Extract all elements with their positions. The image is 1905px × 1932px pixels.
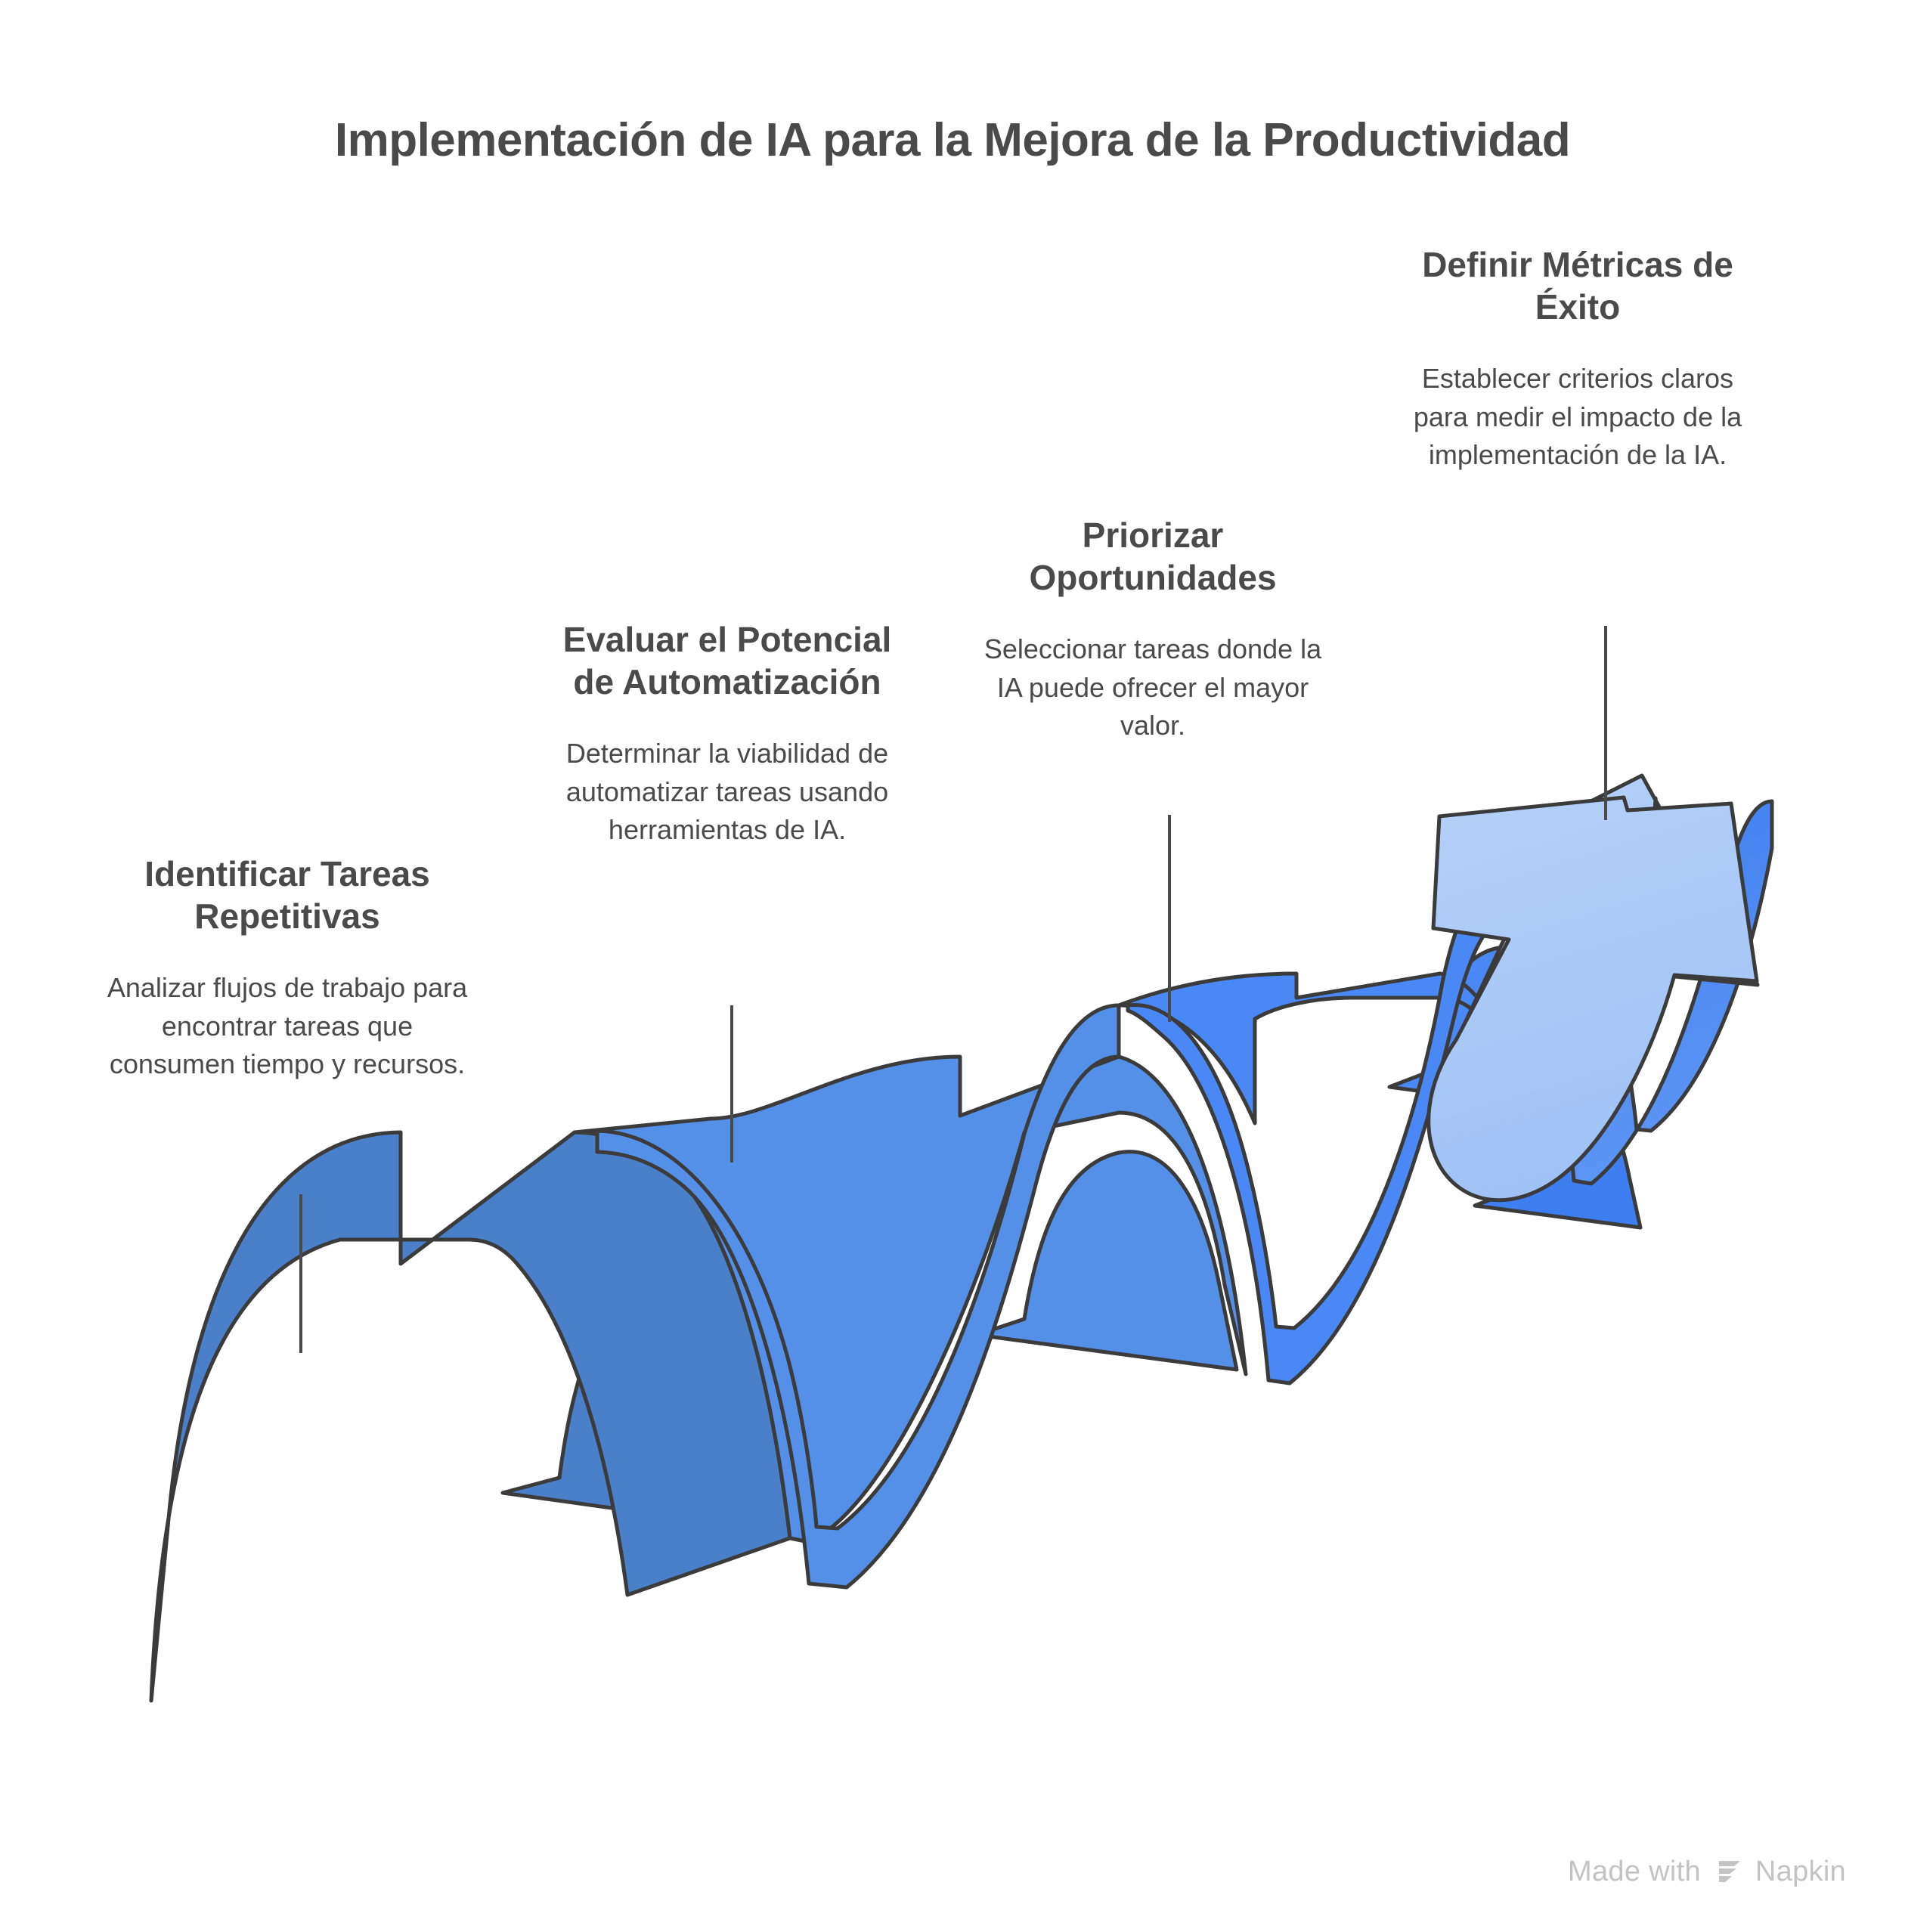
arrow-head-shape — [1426, 795, 1759, 1203]
step-block-evaluar-el-potencial-de-automatizacion[interactable]: Evaluar el Potencial de Automatización D… — [538, 618, 916, 849]
napkin-watermark[interactable]: Made with Napkin — [1568, 1855, 1846, 1888]
step-description: Seleccionar tareas donde la IA puede ofr… — [983, 633, 1322, 741]
step-block-definir-metricas-de-exito[interactable]: Definir Métricas de Éxito Establecer cri… — [1400, 243, 1755, 474]
step-description: Establecer criterios claros para medir e… — [1413, 363, 1742, 470]
step-description: Determinar la viabilidad de automatizar … — [565, 738, 889, 845]
napkin-logo-icon — [1718, 1861, 1740, 1882]
step-title: Identificar Tareas Repetitivas — [144, 854, 430, 937]
step-title: Evaluar el Potencial de Automatización — [562, 620, 892, 702]
watermark-prefix: Made with — [1568, 1855, 1701, 1887]
step-block-identificar-tareas-repetitivas[interactable]: Identificar Tareas Repetitivas Analizar … — [98, 853, 476, 1083]
step-title: Priorizar Oportunidades — [1029, 516, 1277, 598]
watermark-brand: Napkin — [1755, 1855, 1846, 1887]
ribbon-segment-1 — [149, 1130, 792, 1703]
ribbon-segment-2 — [572, 1054, 1248, 1544]
step-description: Analizar flujos de trabajo para encontra… — [107, 972, 468, 1079]
page-title: Implementación de IA para la Mejora de l… — [334, 114, 1571, 166]
step-title: Definir Métricas de Éxito — [1422, 245, 1733, 327]
step-block-priorizar-oportunidades[interactable]: Priorizar Oportunidades Seleccionar tare… — [983, 514, 1323, 745]
ribbon-segment-2-back — [974, 1150, 1239, 1372]
